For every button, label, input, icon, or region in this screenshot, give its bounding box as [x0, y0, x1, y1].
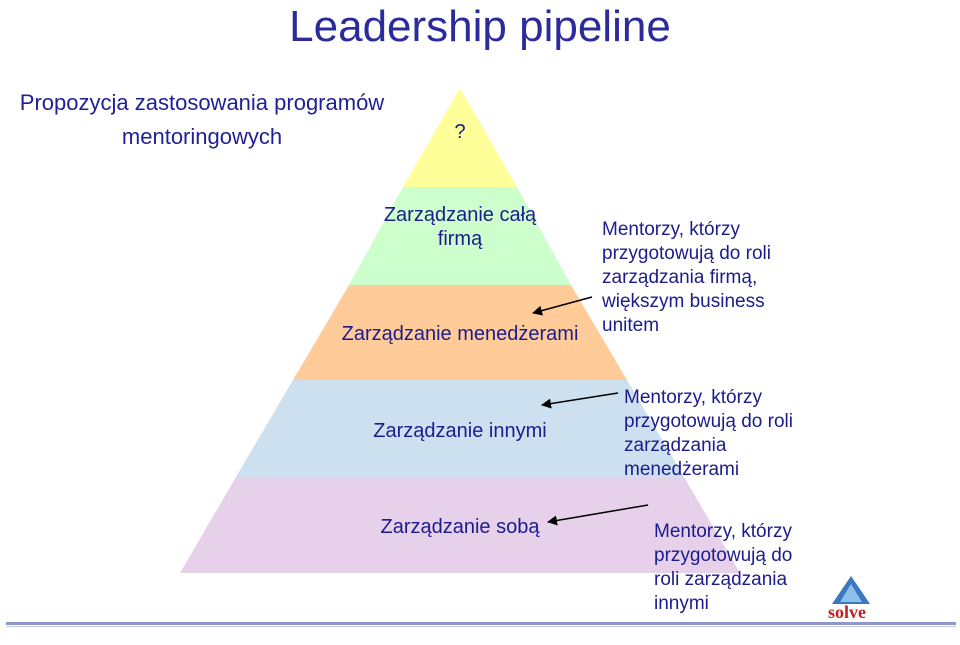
annotation-company: Mentorzy, którzy przygotowują do roli za… — [602, 219, 771, 336]
level-label-others: Zarządzanie innymi — [373, 420, 547, 442]
footer-divider — [6, 622, 956, 625]
pyramid-level-top — [403, 88, 517, 187]
footer-divider-thin — [6, 626, 956, 627]
arrow-to-self — [547, 504, 649, 526]
level-label-managers: Zarządzanie menedżerami — [341, 323, 579, 345]
arrow-to-others — [541, 392, 619, 409]
pyramid-level-self — [180, 477, 740, 573]
solve-logo-icon — [832, 576, 870, 604]
pyramid-level-managers — [293, 285, 627, 380]
logo-text: solve — [828, 602, 866, 622]
annotation-others: Mentorzy, którzy przygotowują do roli za… — [654, 521, 793, 614]
pyramid-level-others — [236, 380, 684, 477]
slide-title: Leadership pipeline — [289, 2, 671, 51]
slide-subtitle: Propozycja zastosowania programów mentor… — [19, 90, 385, 149]
level-label-top: ? — [454, 121, 466, 143]
arrow-to-managers — [532, 296, 593, 316]
pyramid-level-company — [349, 187, 571, 285]
level-label-self: Zarządzanie sobą — [380, 516, 540, 538]
annotation-managers: Mentorzy, którzy przygotowują do roli za… — [624, 387, 793, 480]
